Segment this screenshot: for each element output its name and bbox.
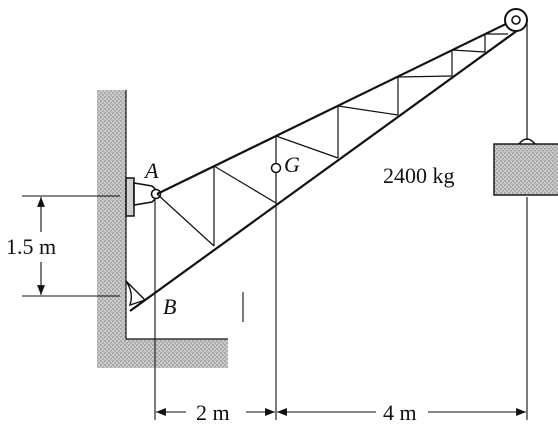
load-block (493, 138, 558, 196)
pin-bracket-a (125, 177, 162, 217)
sheave-pulley (504, 8, 528, 32)
reference-lines (154, 197, 528, 420)
truss-boom (129, 19, 519, 312)
roller-seat-b (125, 280, 147, 307)
label-mass: 2400 kg (383, 163, 455, 188)
label-dist-ag: 2 m (196, 400, 230, 425)
label-dist-gload: 4 m (383, 400, 417, 425)
label-pin-b: B (163, 294, 176, 319)
label-pin-a: A (143, 158, 159, 183)
label-center-g: G (284, 152, 300, 177)
center-of-mass-marker (270, 162, 282, 174)
height-dimension (22, 195, 120, 297)
label-height-dim: 1.5 m (6, 234, 56, 259)
wall-support (97, 90, 228, 368)
